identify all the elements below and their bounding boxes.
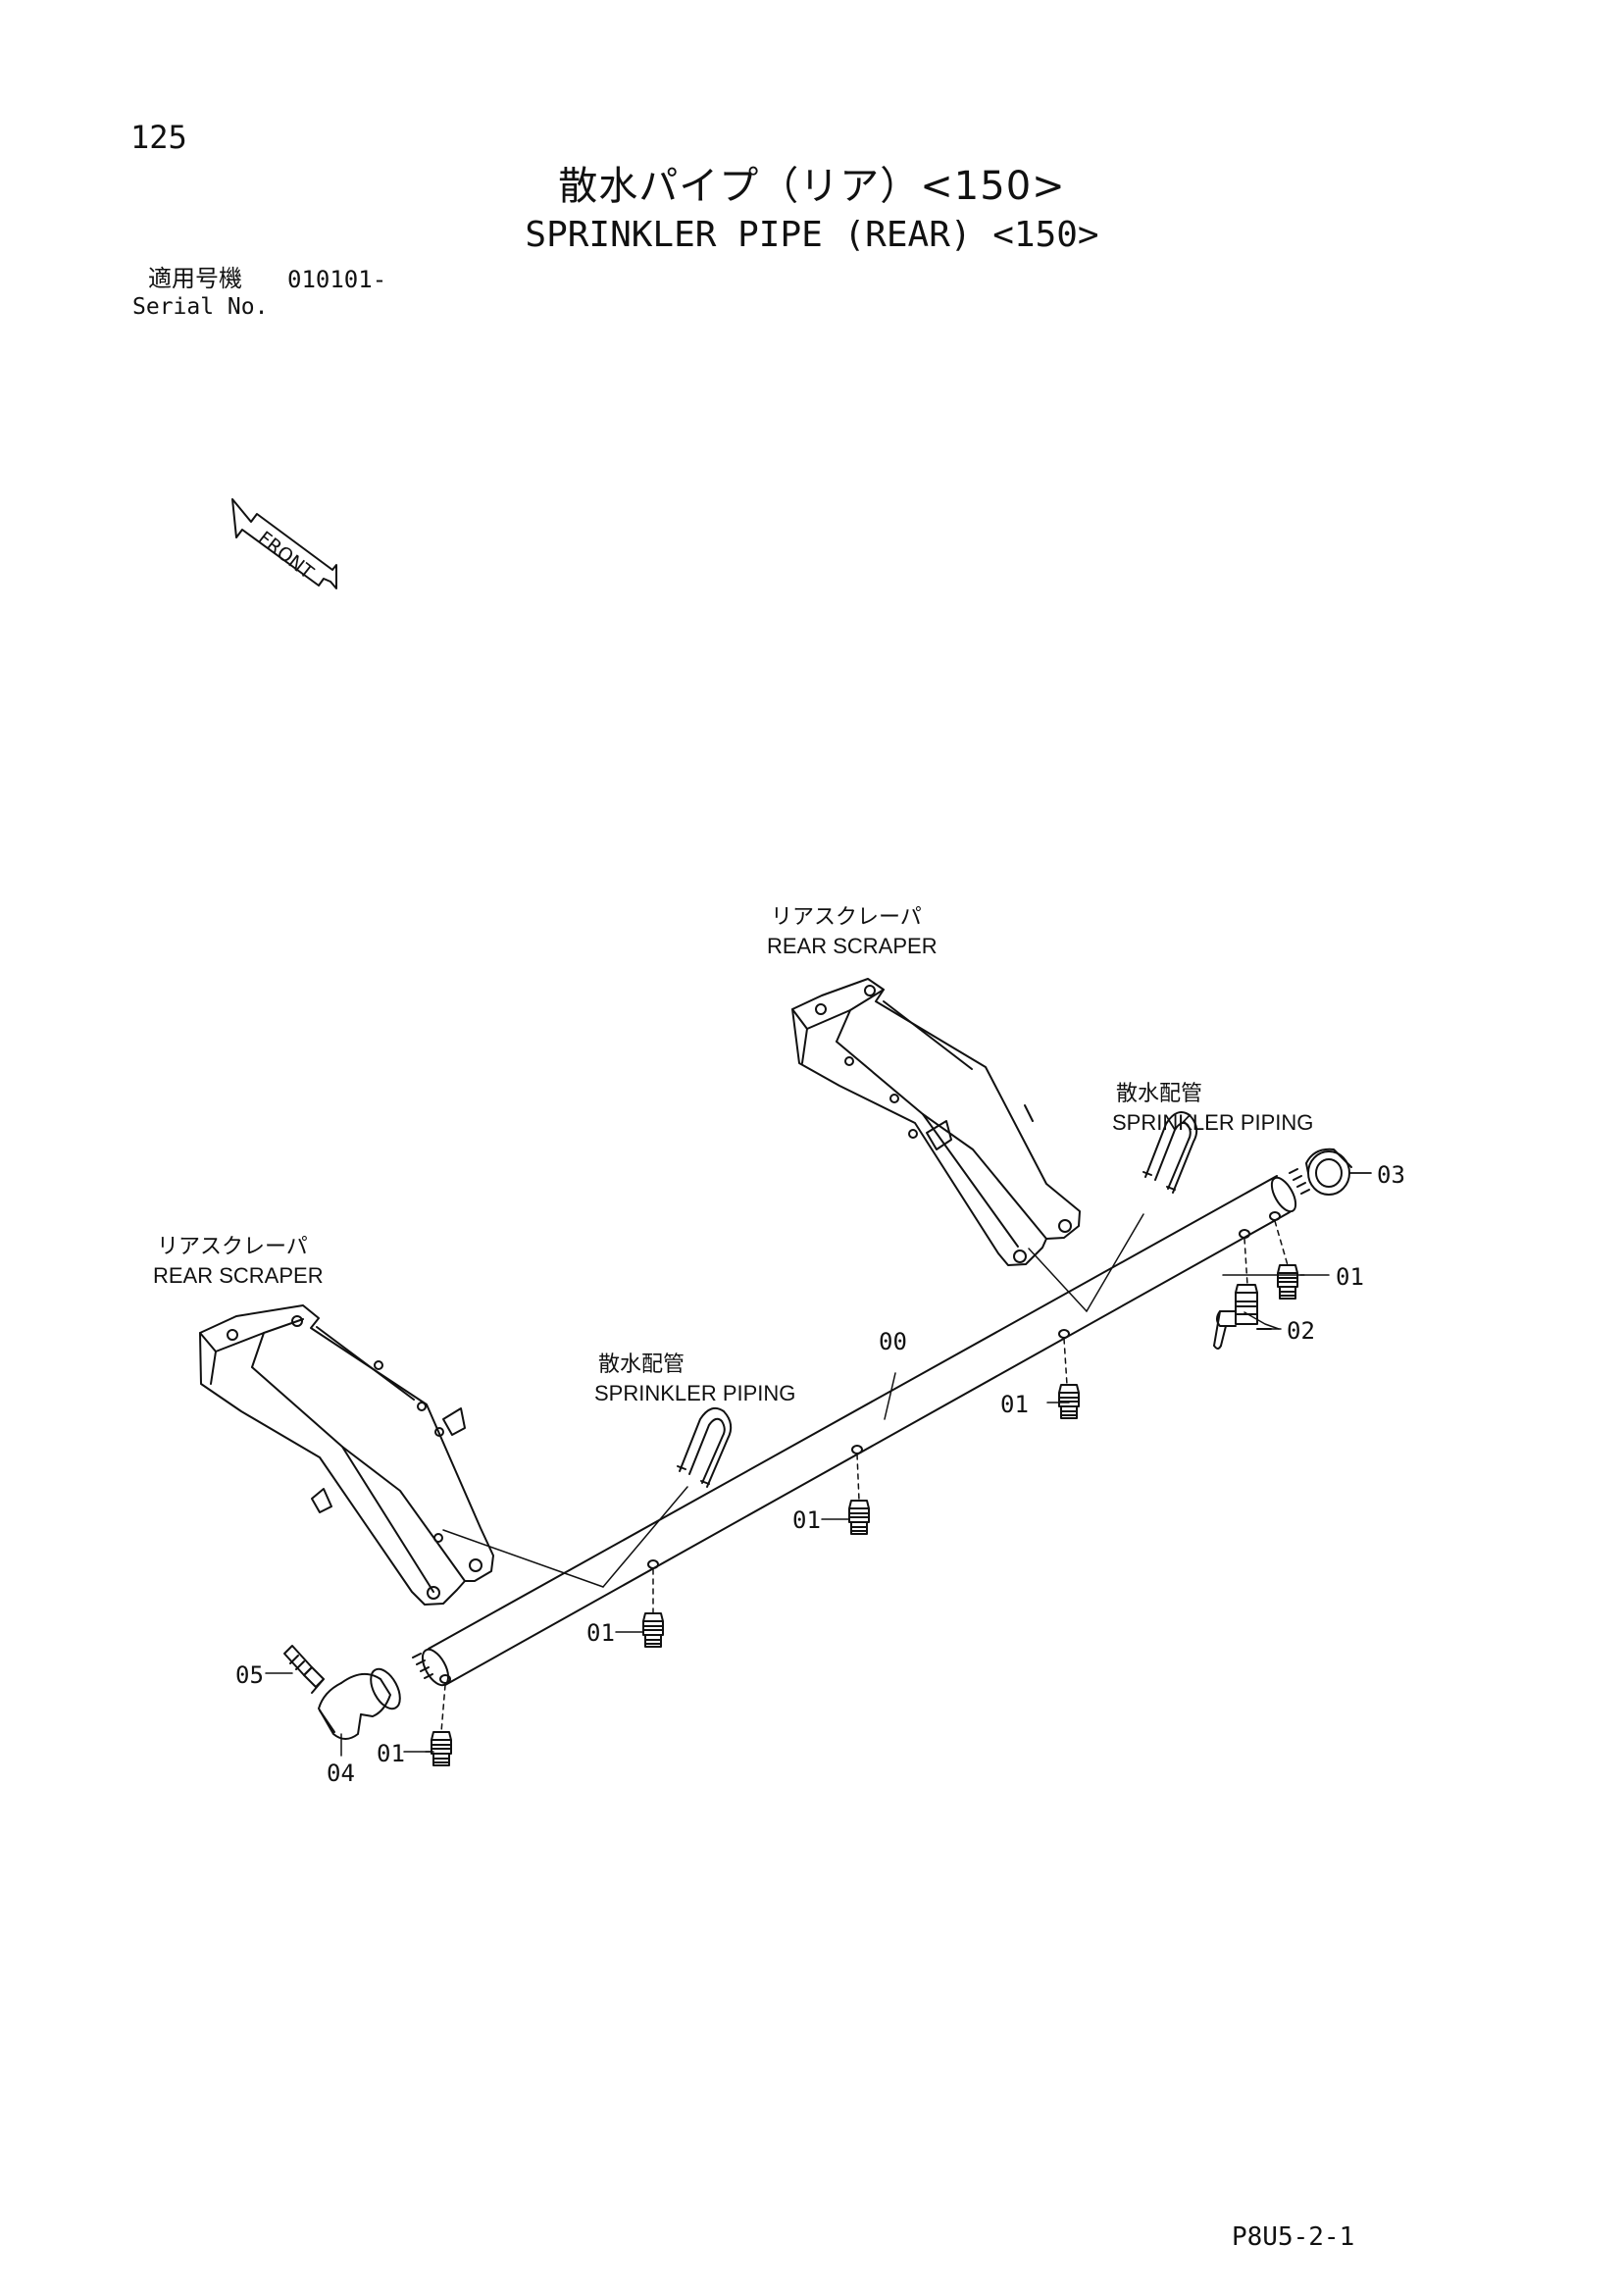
callout-01-nozzle-end: 01 [377,1740,405,1767]
serial-number: 010101- [287,266,387,293]
callout-00: 00 [879,1328,907,1355]
sprinkler-piping-right-label-ja: 散水配管 [1116,1081,1203,1105]
nozzle-fittings [431,1264,1298,1766]
serial-label-english: Serial No. [132,294,269,320]
reference-lines [442,1172,1372,1588]
elbow-fitting [318,1667,401,1740]
main-pipe [412,1168,1310,1687]
dashed-assembly-lines [440,1220,1289,1733]
callout-01-nozzle-left: 01 [586,1619,615,1647]
callout-leaders [265,1172,1372,1757]
sprinkler-piping-left-label-ja: 散水配管 [598,1352,685,1376]
rear-scraper-right-label-en: REAR SCRAPER [767,934,938,958]
page-number: 125 [130,119,187,156]
page-title-japanese: 散水パイプ（リア）<150> [558,164,1066,209]
drain-valve [1213,1284,1272,1350]
callout-01-nozzle-right: 01 [1000,1391,1029,1418]
rear-scraper-left-label-en: REAR SCRAPER [153,1263,324,1288]
callout-04: 04 [327,1760,355,1787]
callout-02: 02 [1287,1317,1315,1345]
serial-label-japanese: 適用号機 [148,265,242,292]
sprinkler-piping-right-label-en: SPRINKLER PIPING [1112,1110,1314,1135]
rear-scraper-right [791,978,1081,1266]
page-title-english: SPRINKLER PIPE (REAR) <150> [525,215,1099,255]
callout-03: 03 [1377,1161,1405,1189]
front-arrow-icon: FRONT [231,498,337,589]
document-code: P8U5-2-1 [1232,2222,1355,2252]
rear-scraper-right-label-ja: リアスクレーパ [771,904,922,929]
sprinkler-piping-left-label-en: SPRINKLER PIPING [594,1381,796,1405]
cap-nut [1305,1148,1352,1196]
callout-01-nozzle-mid: 01 [792,1506,821,1534]
hose-nipple [283,1645,325,1694]
callout-01-nozzle-upper: 01 [1336,1263,1364,1291]
rear-scraper-left-label-ja: リアスクレーパ [157,1234,308,1258]
rear-scraper-left [199,1304,494,1606]
callout-05: 05 [235,1661,264,1689]
sprinkler-u-pipe-right [1142,1111,1198,1194]
sprinkler-u-pipe-left [677,1406,733,1488]
